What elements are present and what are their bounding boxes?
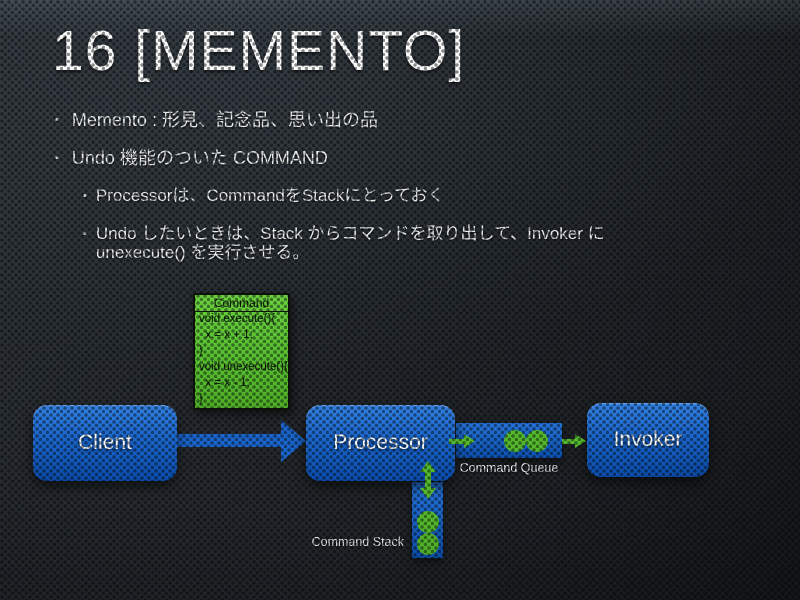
command-token-circle — [526, 430, 548, 452]
code-line: } — [199, 344, 203, 357]
command-stack-label: Command Stack — [311, 535, 404, 549]
code-line: } — [199, 392, 203, 405]
node-client: Client — [33, 405, 177, 481]
command-token-circle — [504, 430, 526, 452]
bullet-marker-icon: ▪ — [55, 152, 59, 164]
client-to-processor-arrowhead-icon — [281, 420, 306, 462]
bullet-memento: ▪ Memento : 形見、記念品、思い出の品 — [55, 110, 378, 131]
queue-to-invoker-arrow — [562, 439, 575, 444]
processor-to-queue-arrow — [449, 439, 464, 444]
node-processor: Processor — [306, 405, 455, 481]
bullet-undo-unexecute: ▪ Undo したいときは、Stack からコマンドを取り出して、Invoker… — [83, 224, 643, 262]
command-queue-label: Command Queue — [459, 461, 559, 475]
command-class-title: Command — [195, 295, 288, 312]
code-line: x = x - 1; — [199, 376, 250, 389]
bullet-text: Undo したいときは、Stack からコマンドを取り出して、Invoker に… — [95, 224, 605, 263]
bullet-processor-stack: ▪ Processorは、CommandをStackにとっておく — [83, 186, 445, 206]
command-token-circle — [417, 533, 439, 555]
doublearrow-down-head-icon — [420, 488, 436, 499]
node-processor-label: Processor — [333, 431, 428, 454]
code-line: void execute(){ — [199, 313, 276, 325]
code-line: void unexecute(){ — [199, 360, 288, 373]
node-invoker-label: Invoker — [613, 428, 683, 451]
client-to-processor-arrow — [177, 434, 282, 447]
bullet-marker-icon: ▪ — [55, 114, 59, 126]
node-invoker: Invoker — [587, 403, 709, 477]
code-line: x = x + 1; — [199, 328, 253, 341]
command-token-circle — [417, 511, 439, 533]
bullet-text: Undo 機能のついた COMMAND — [71, 148, 328, 168]
node-client-label: Client — [78, 431, 132, 454]
bullet-marker-icon: ▪ — [83, 190, 87, 202]
command-class-box: Command void execute(){ x = x + 1; } voi… — [193, 293, 290, 410]
bullet-undo-command: ▪ Undo 機能のついた COMMAND — [55, 148, 328, 169]
processor-stack-doublearrow — [425, 471, 431, 489]
queue-to-invoker-arrowhead-icon — [575, 434, 586, 448]
doublearrow-up-head-icon — [420, 461, 436, 472]
bullet-text: Processorは、CommandをStackにとっておく — [95, 186, 445, 205]
processor-to-queue-arrowhead-icon — [464, 434, 475, 448]
bullet-text: Memento : 形見、記念品、思い出の品 — [71, 110, 378, 130]
bullet-marker-icon: ▪ — [83, 228, 87, 240]
slide-title: 16 [MEMENTO] — [52, 19, 466, 83]
